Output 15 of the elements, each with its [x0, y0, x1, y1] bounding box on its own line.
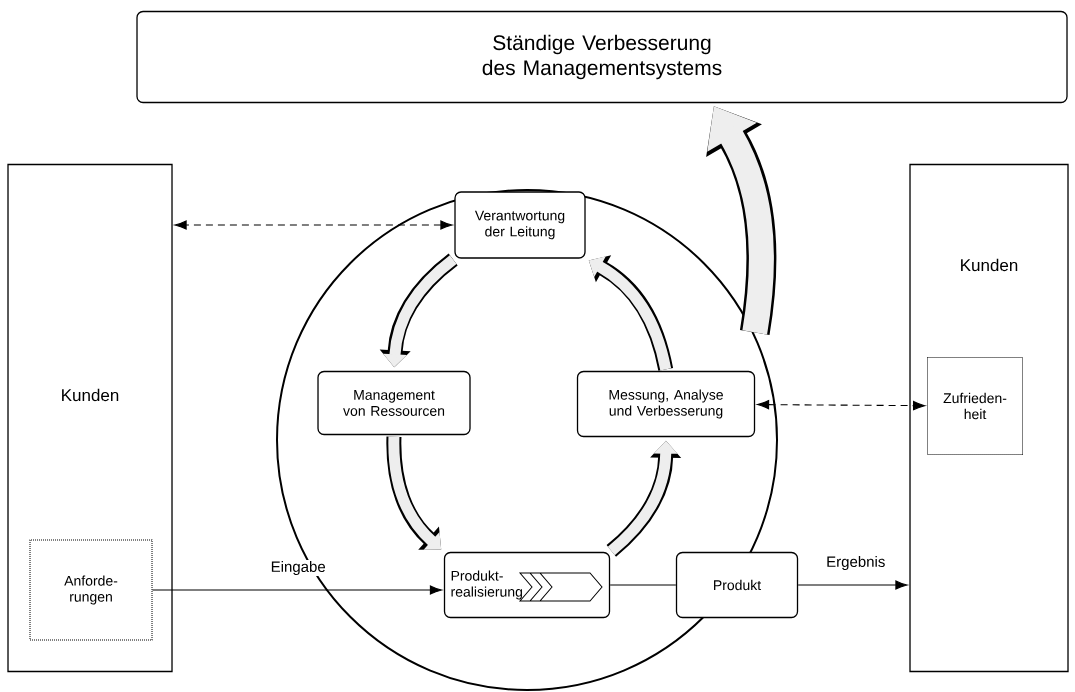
process-box: Messung, Analyse und Verbesserung — [576, 370, 756, 438]
block-arrow — [386, 436, 442, 550]
process-box: Management von Ressourcen — [317, 370, 471, 436]
edge-label: Eingabe — [269, 560, 327, 576]
edge-label: Ergebnis — [825, 555, 887, 571]
arrow — [151, 585, 443, 595]
satisfaction-box: Zufrieden-heit — [927, 357, 1023, 455]
connector-line — [609, 584, 677, 586]
product-box: Produkt — [675, 551, 799, 619]
process-box: Verantwortung der Leitung — [454, 191, 586, 259]
dashed-arrow — [174, 220, 453, 230]
heading-box: Ständige Verbesserung des Managementsystems — [136, 10, 1068, 104]
requirement-box: Anforde-rungen — [29, 539, 153, 641]
dashed-arrow — [757, 400, 926, 411]
arrow — [797, 580, 908, 590]
